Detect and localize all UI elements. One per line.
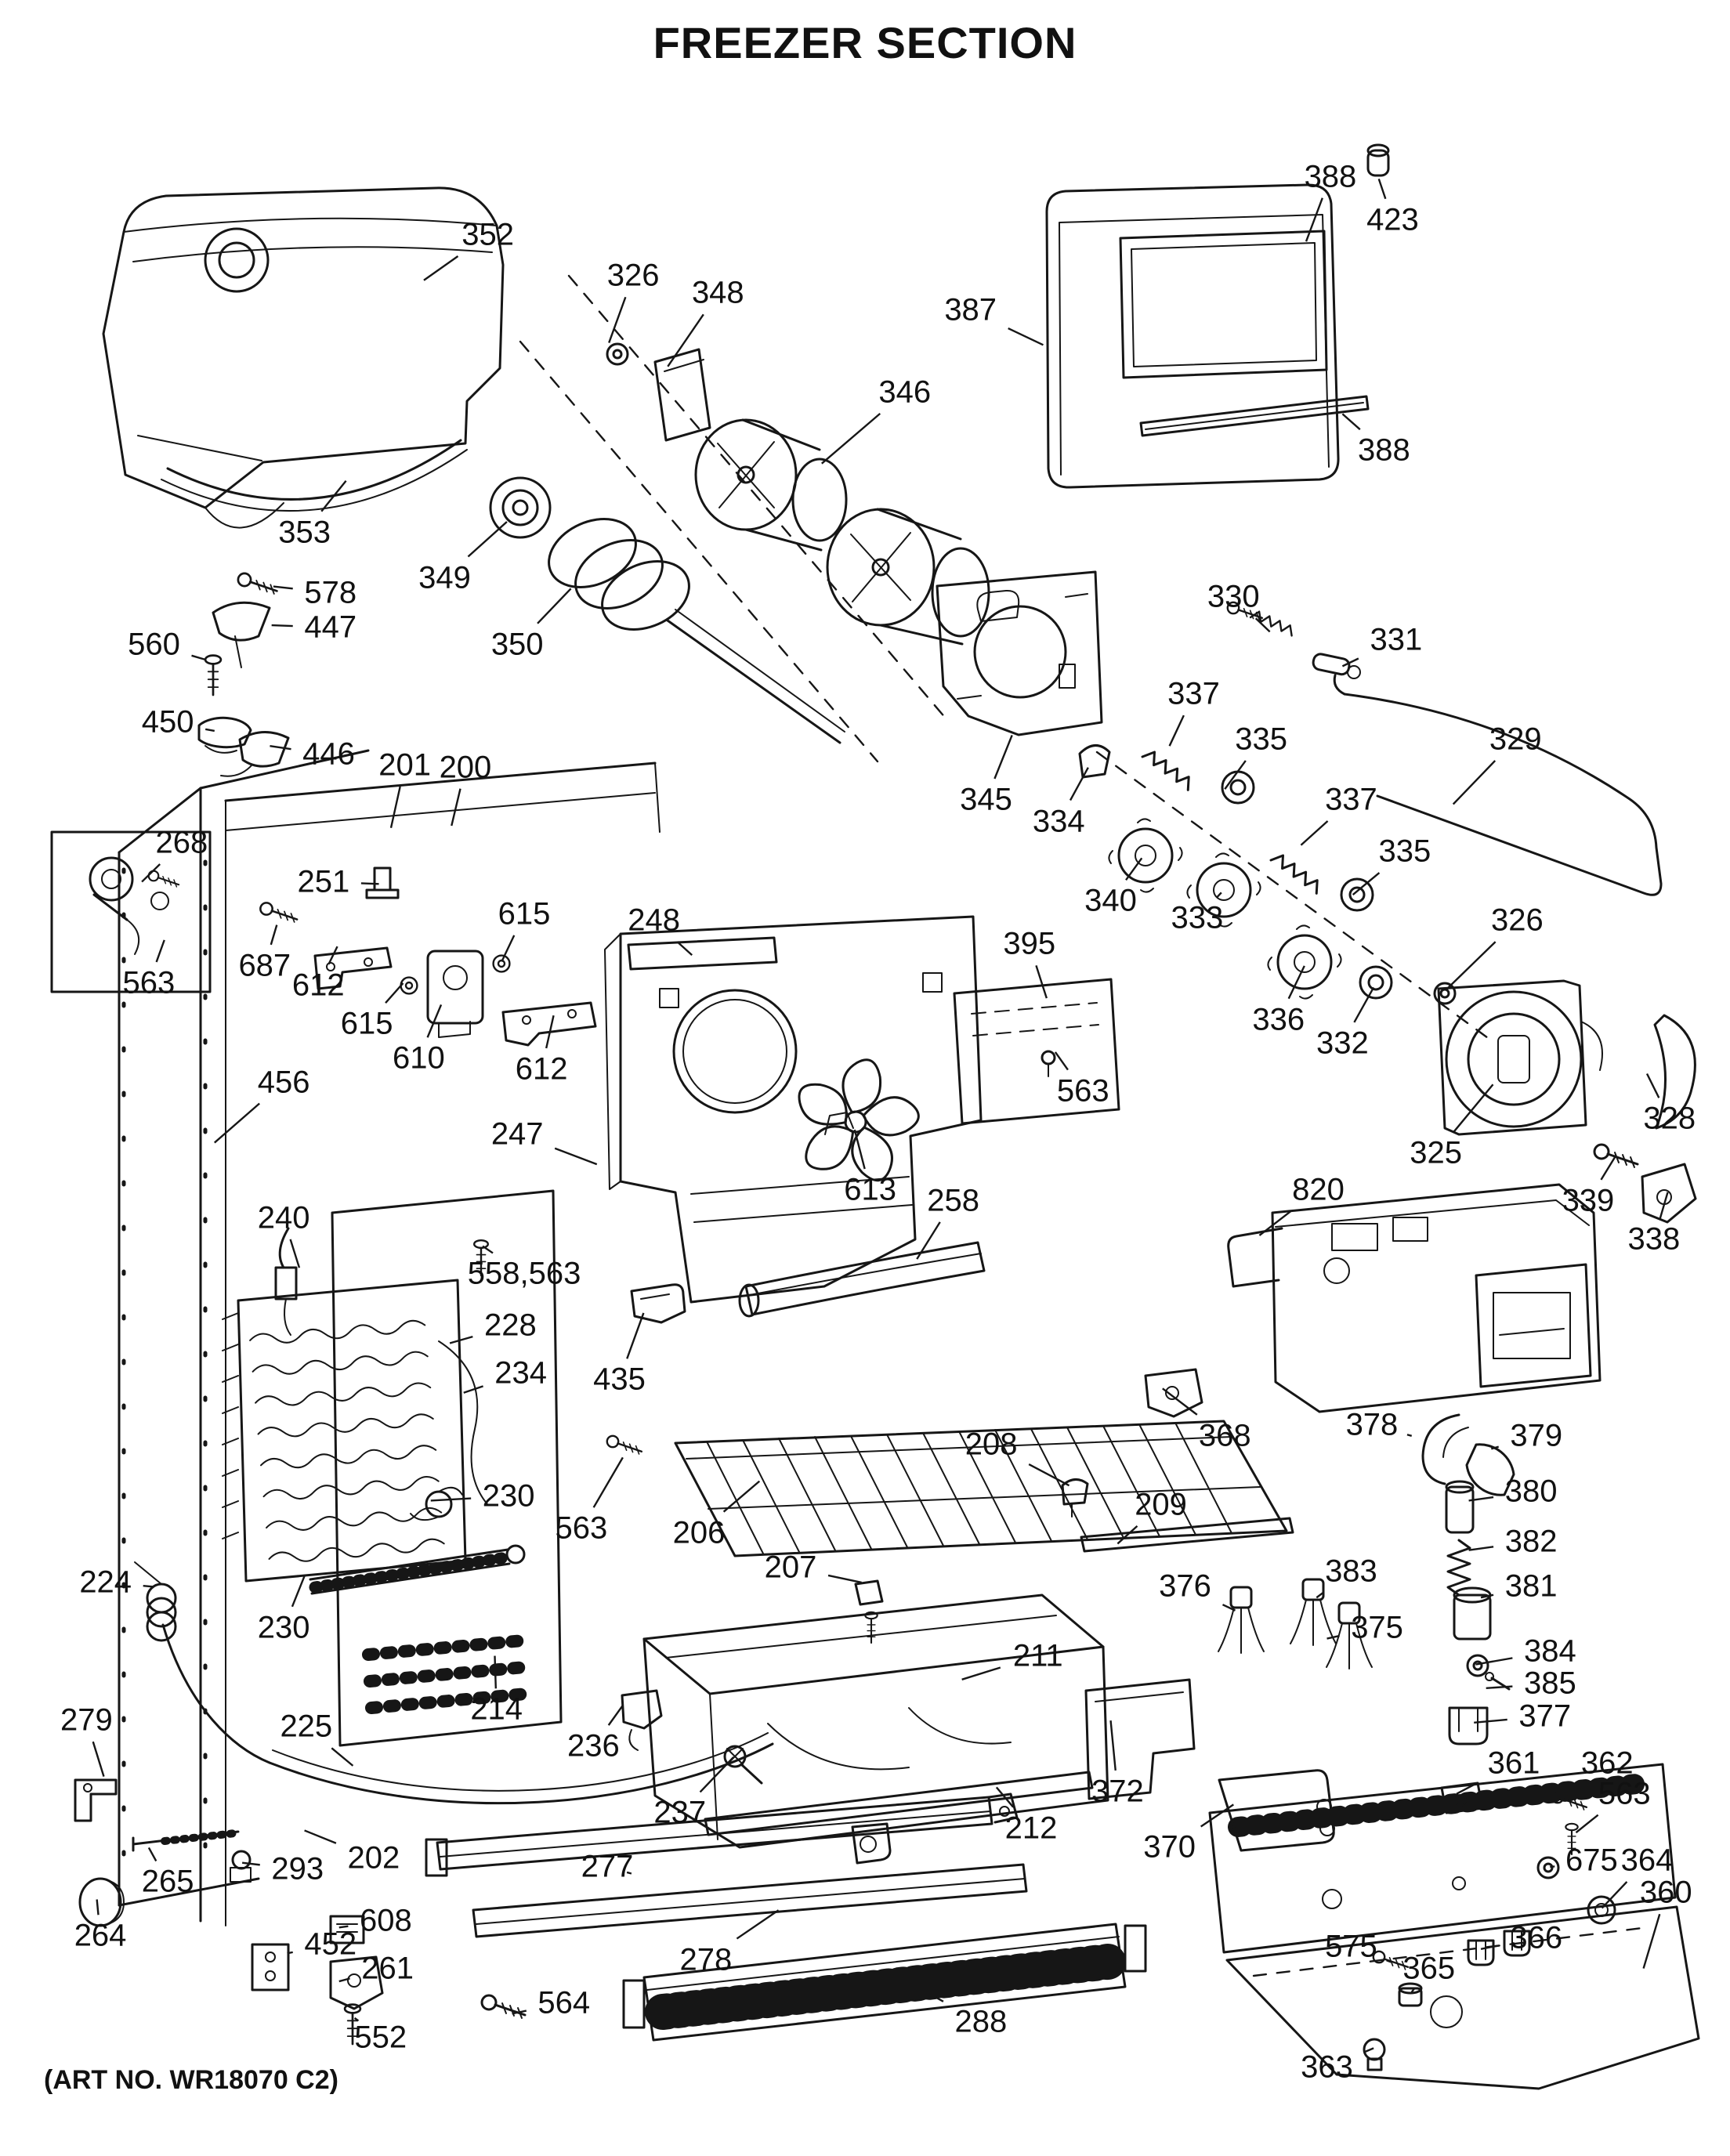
page-title: FREEZER SECTION xyxy=(653,18,1077,67)
ice-chute xyxy=(738,1241,986,1318)
fan-duct xyxy=(604,915,983,1456)
freezer-door xyxy=(1045,143,1390,489)
evaporator xyxy=(222,1189,563,1747)
ice-bin xyxy=(621,1593,1196,1849)
motor-bracket xyxy=(936,570,1103,736)
ice-bucket xyxy=(102,186,505,529)
air-duct-parts xyxy=(259,866,597,1047)
divider-panel xyxy=(953,978,1120,1125)
wire-shelf xyxy=(674,1420,1294,1644)
fan-blade xyxy=(789,1053,920,1188)
auger-assembly xyxy=(489,274,990,763)
hinge-parts xyxy=(197,572,290,777)
toe-grille xyxy=(622,1923,1147,2042)
inlet-valve-inset xyxy=(50,830,212,993)
solenoid-parts xyxy=(1217,1413,1515,1745)
duct-bracket xyxy=(630,1283,686,1324)
dispenser-linkage xyxy=(1078,601,1697,1224)
cabinet-liner xyxy=(118,749,661,1926)
control-assembly xyxy=(1208,1763,1700,2090)
icemaker xyxy=(1144,1183,1602,1418)
slide-rails xyxy=(425,1792,1028,2020)
art-number: (ART NO. WR18070 C2) xyxy=(44,2065,338,2095)
